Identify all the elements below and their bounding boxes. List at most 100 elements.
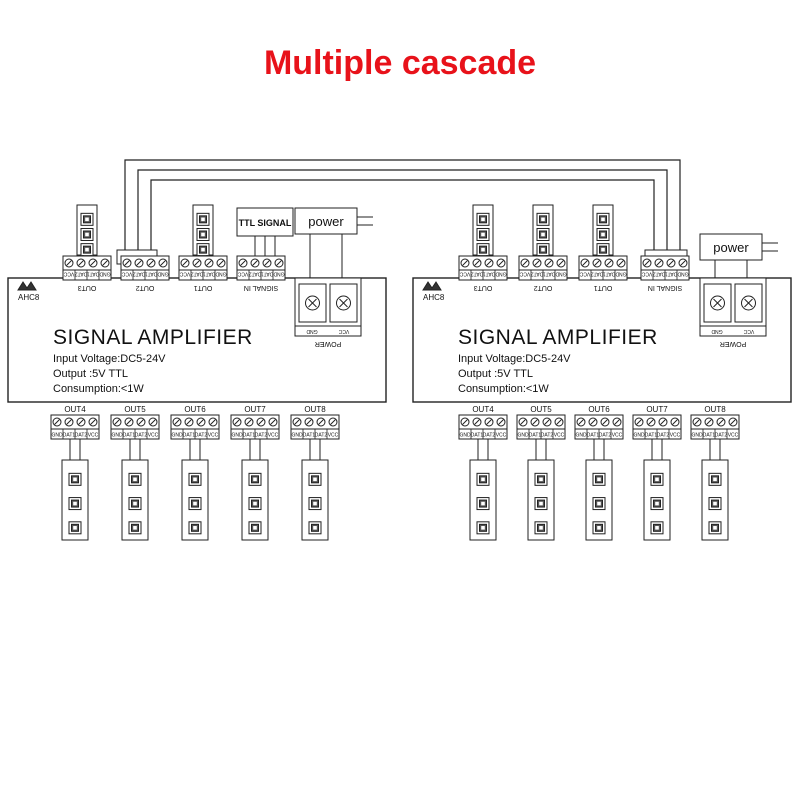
led-core xyxy=(313,477,317,482)
pin-label: GND xyxy=(575,433,587,439)
spec-input-voltage: Input Voltage:DC5-24V xyxy=(53,353,166,365)
amplifier-heading: SIGNAL AMPLIFIER xyxy=(53,326,253,349)
led-strip-out7 xyxy=(643,459,671,541)
cascade-wire-1 xyxy=(124,159,681,256)
port-label-out3: OUT3 xyxy=(78,284,97,291)
port-label-out6: OUT6 xyxy=(588,405,610,414)
led-strip-out8 xyxy=(701,459,729,541)
screw-slot xyxy=(590,419,596,425)
port-label-out7: OUT7 xyxy=(244,405,266,414)
led-core xyxy=(73,501,77,506)
pin-label: GND xyxy=(555,271,567,277)
port-label-out3: OUT3 xyxy=(474,284,493,291)
pin-label: VCC xyxy=(554,433,565,439)
screw-slot xyxy=(668,260,674,266)
screw-slot xyxy=(730,419,736,425)
brand-logo-icon xyxy=(17,281,37,291)
pin-label: VCC xyxy=(268,433,279,439)
port-label-out4: OUT4 xyxy=(472,405,494,414)
screw-slot xyxy=(186,419,192,425)
led-strip-out5 xyxy=(121,459,149,541)
power-label: power xyxy=(308,214,344,229)
led-core xyxy=(481,232,485,237)
screw-slot xyxy=(78,260,84,266)
led-core xyxy=(597,526,601,530)
screw-slot xyxy=(648,419,654,425)
pin-label: DAT2 xyxy=(75,433,88,439)
power-screw-right xyxy=(734,283,763,323)
screw-slot xyxy=(124,260,130,266)
led-strip-out1 xyxy=(192,204,214,257)
pin-label: GND xyxy=(495,271,507,277)
pin-label: DAT1 xyxy=(603,271,616,277)
power-label: power xyxy=(713,240,749,255)
pin-label: GND xyxy=(157,271,169,277)
screw-slot xyxy=(718,419,724,425)
screw-slot xyxy=(532,419,538,425)
spec-input-voltage: Input Voltage:DC5-24V xyxy=(458,353,571,365)
screw-slot xyxy=(606,260,612,266)
screw-slot xyxy=(276,260,282,266)
pin-label: GND xyxy=(691,433,703,439)
screw-slot xyxy=(462,260,468,266)
led-core xyxy=(201,217,205,222)
screw-slot xyxy=(54,419,60,425)
port-label-signal-in: SIGNAL IN xyxy=(244,284,278,291)
pin-label: DAT2 xyxy=(75,271,88,277)
screw-slot xyxy=(240,260,246,266)
led-core xyxy=(85,247,89,252)
power-terminal-labels xyxy=(699,325,767,337)
led-core xyxy=(481,217,485,222)
led-core xyxy=(601,247,605,252)
power-pin-vcc: VCC xyxy=(338,328,349,334)
led-core xyxy=(655,477,659,482)
pin-label: DAT2 xyxy=(133,271,146,277)
screw-slot xyxy=(136,260,142,266)
led-strip-out4 xyxy=(61,459,89,541)
screw-slot xyxy=(660,419,666,425)
screw-slot xyxy=(102,260,108,266)
led-core xyxy=(713,526,717,530)
led-core xyxy=(193,526,197,530)
pin-label: DAT1 xyxy=(87,271,100,277)
pin-label: VCC xyxy=(88,433,99,439)
pin-label: DAT2 xyxy=(541,433,554,439)
screw-slot xyxy=(520,419,526,425)
led-core xyxy=(481,526,485,530)
screw-slot xyxy=(114,419,120,425)
screw-slot xyxy=(544,419,550,425)
pin-label: DAT1 xyxy=(587,433,600,439)
pin-label: VCC xyxy=(121,271,132,277)
pin-label: DAT1 xyxy=(483,271,496,277)
diagram-title: Multiple cascade xyxy=(263,44,537,82)
led-core xyxy=(133,501,137,506)
led-strip-out8 xyxy=(301,459,329,541)
screw-slot xyxy=(546,260,552,266)
pin-label: VCC xyxy=(579,271,590,277)
led-strip-out7 xyxy=(241,459,269,541)
port-label-out2: OUT2 xyxy=(534,284,553,291)
spec-consumption: Consumption:<1W xyxy=(458,383,549,395)
cascade-wire-3 xyxy=(150,179,655,256)
screw-slot xyxy=(602,419,608,425)
pin-label: GND xyxy=(231,433,243,439)
screw-slot xyxy=(534,260,540,266)
screw-slot xyxy=(578,419,584,425)
pin-label: DAT1 xyxy=(203,271,216,277)
power-label-box xyxy=(699,233,763,261)
screw-slot xyxy=(148,260,154,266)
screw-slot xyxy=(618,260,624,266)
led-core xyxy=(541,217,545,222)
power-label-box xyxy=(294,207,358,235)
pin-label: GND xyxy=(99,271,111,277)
led-strip-out3 xyxy=(472,204,494,257)
led-core xyxy=(133,526,137,530)
